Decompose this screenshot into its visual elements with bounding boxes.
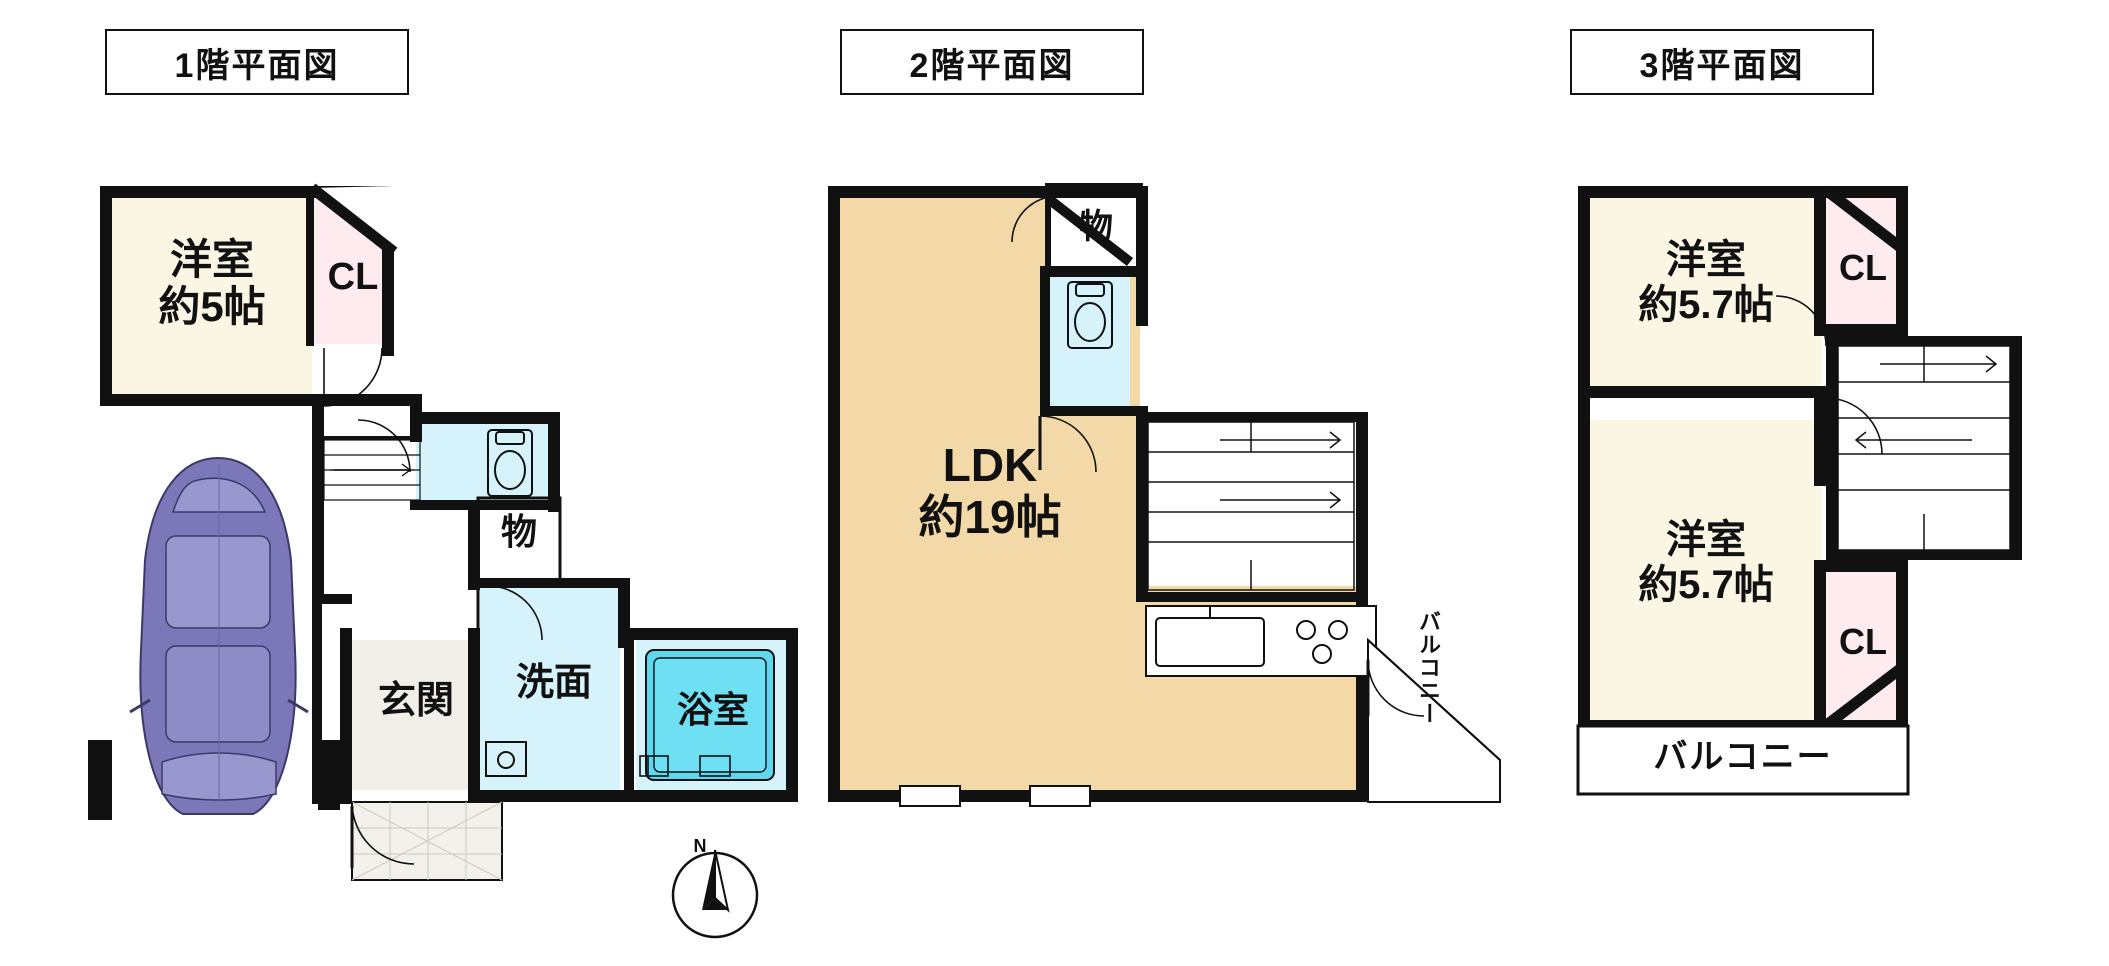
floor1-title-box: 1階平面図 xyxy=(105,29,409,95)
floor3-title: 3階平面図 xyxy=(1639,46,1805,85)
floor2-mono-label: 物 xyxy=(1079,208,1113,246)
floor1-mono-label: 物 xyxy=(500,511,537,552)
floor1-car xyxy=(129,456,309,815)
floor1-bath-label: 浴室 xyxy=(676,689,749,730)
floor1-senmen-label: 洗面 xyxy=(515,662,592,704)
floor3-room-a-label: 洋室 約5.7帖 xyxy=(1638,238,1774,327)
floor1-title: 1階平面図 xyxy=(174,46,340,85)
floor1-cl-label: CL xyxy=(327,256,379,298)
floor2-title: 2階平面図 xyxy=(909,46,1075,85)
floor1-plan: 洋室 約5帖 CL 物 玄関 洗面 浴室 N xyxy=(0,0,820,966)
floor3-room-b-label: 洋室 約5.7帖 xyxy=(1638,518,1774,607)
floor2-title-box: 2階平面図 xyxy=(840,29,1144,95)
floor2-balcony-label: バルコニー xyxy=(1416,610,1441,725)
floor1-senmen-fill xyxy=(480,578,620,790)
floor3-cl-b-label: CL xyxy=(1839,621,1887,662)
floor3-plan: 洋室 約5.7帖 CL 洋室 約5.7帖 CL バルコニー xyxy=(1540,0,2109,966)
floor1-mono-fill xyxy=(480,500,558,578)
floor1-room-washitsu-fill xyxy=(112,196,312,394)
floor3-title-box: 3階平面図 xyxy=(1570,29,1874,95)
floor1-genkan-fill xyxy=(352,640,480,790)
floor1-walls xyxy=(88,183,798,881)
floor3-room-a-fill xyxy=(1590,196,1822,386)
compass-icon xyxy=(671,849,759,939)
compass-label: N xyxy=(693,836,707,856)
floor2-plan: LDK 約19帖 物 バルコニー xyxy=(800,0,1560,966)
floor2-ldk-label: LDK 約19帖 xyxy=(918,439,1062,543)
floor2-walls xyxy=(828,183,1501,807)
floor3-balcony-label: バルコニー xyxy=(1653,738,1833,776)
floor3-cl-a-label: CL xyxy=(1839,247,1887,288)
floor3-room-b-fill xyxy=(1590,420,1822,720)
floor1-genkan-label: 玄関 xyxy=(377,680,454,722)
floor1-washitsu-label: 洋室 約5帖 xyxy=(158,236,266,331)
floor3-walls xyxy=(1576,185,2022,796)
